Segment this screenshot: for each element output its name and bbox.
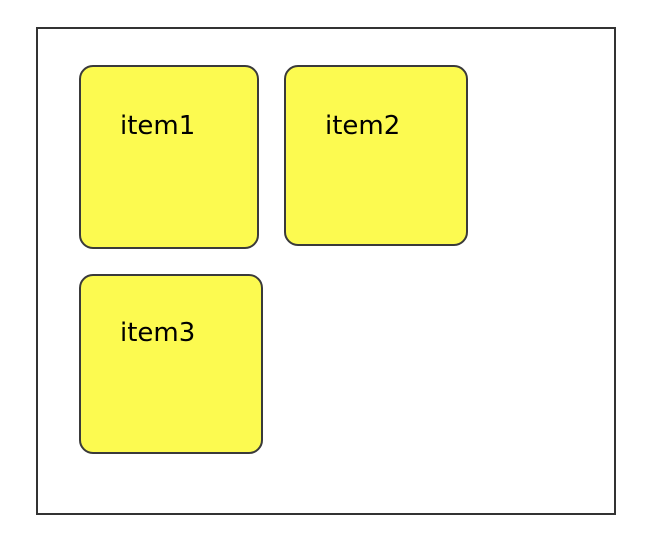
flex-item-2[interactable]: item2: [284, 65, 468, 246]
flex-item-1-label: item1: [120, 111, 196, 141]
flex-item-2-label: item2: [325, 111, 401, 141]
flex-item-3-label: item3: [120, 318, 196, 348]
flex-item-3[interactable]: item3: [79, 274, 263, 454]
flex-container: item1 item2 item3: [36, 27, 616, 515]
flex-items-wrap: item1 item2 item3: [79, 65, 579, 485]
flex-item-1[interactable]: item1: [79, 65, 259, 249]
